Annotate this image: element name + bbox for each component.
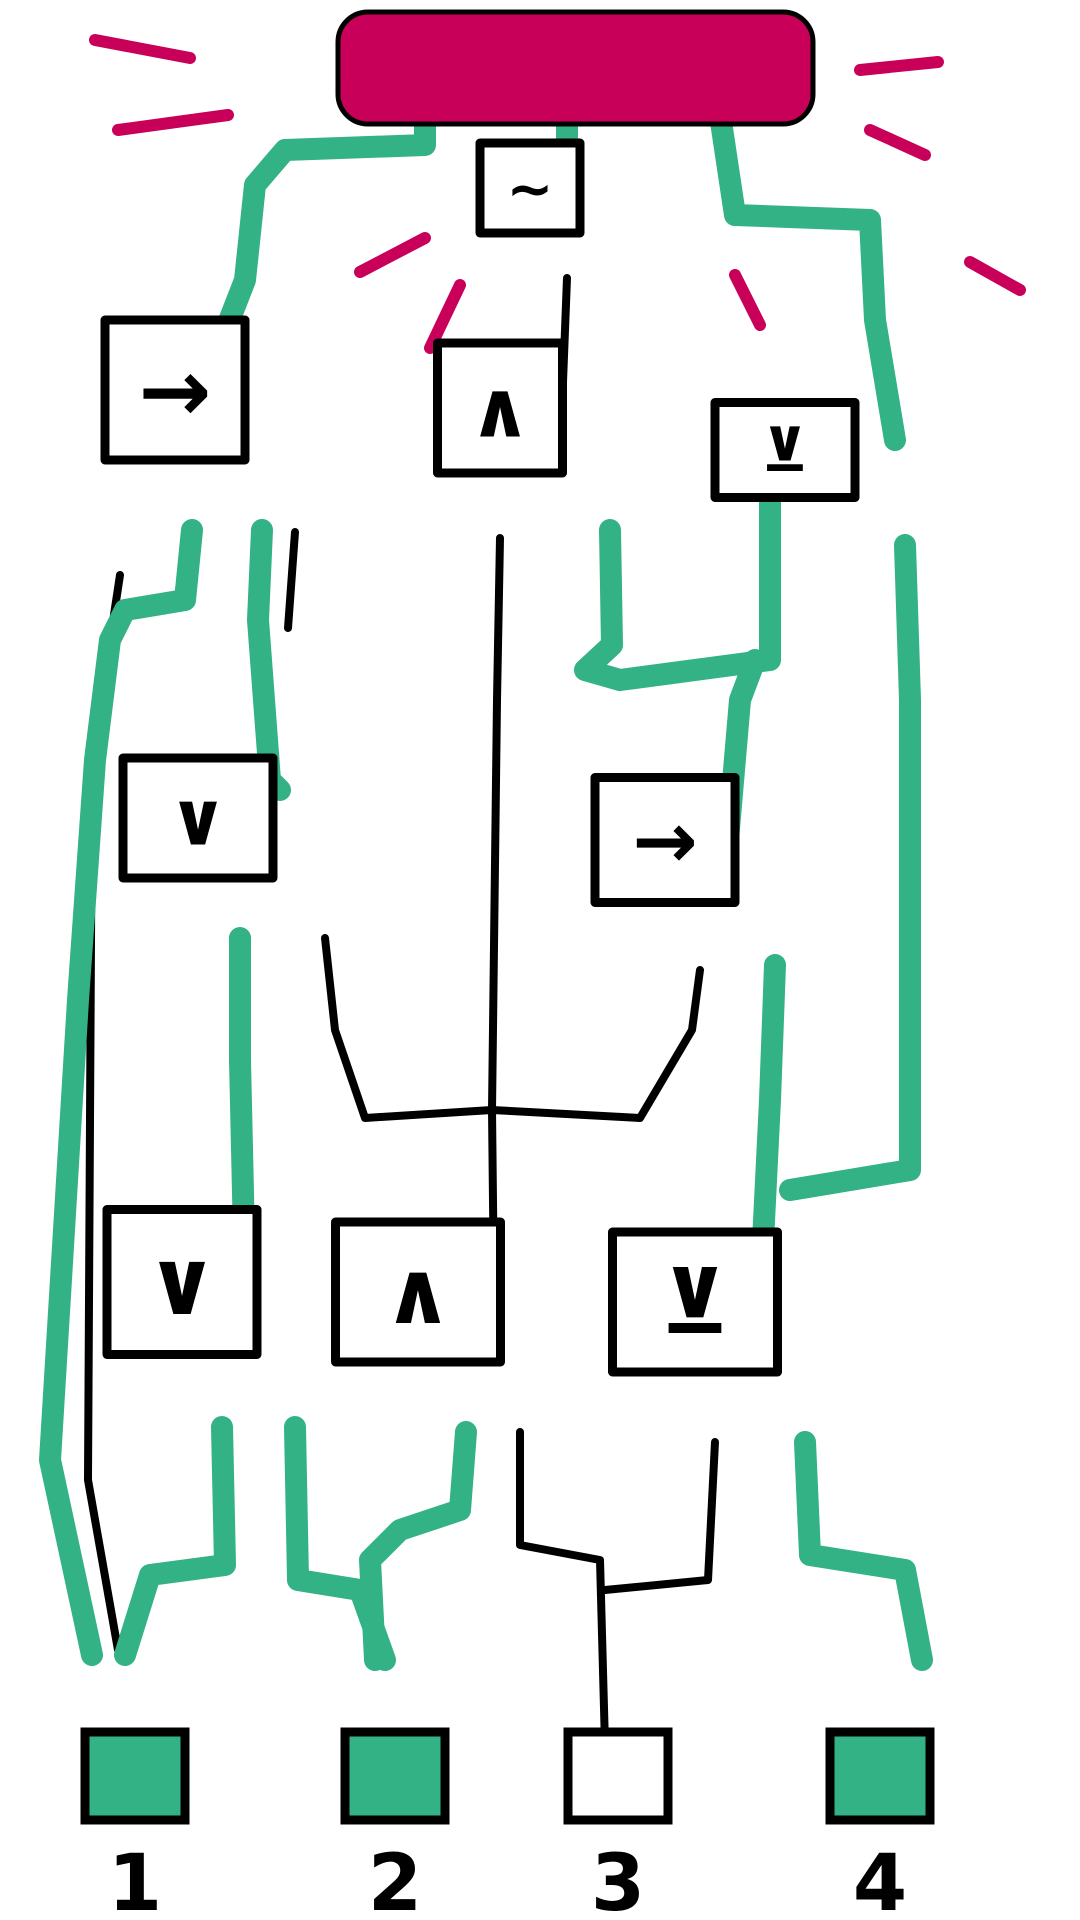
inactive-wire (321, 934, 496, 1122)
gate-symbol: → (139, 340, 212, 442)
input-label: 3 (591, 1839, 645, 1920)
gate-symbol: → (632, 797, 697, 887)
active-wire (247, 519, 291, 801)
glow-mark (864, 124, 931, 161)
gate-box (433, 338, 567, 478)
active-wire (574, 439, 781, 691)
g-xor-bot-gate: ⊻ (608, 1227, 782, 1377)
active-wire (359, 1421, 477, 1671)
g-implies-l-gate: → (100, 315, 250, 465)
gate-symbol: ∧ (383, 1242, 454, 1344)
glow-mark (354, 232, 431, 278)
input-box[interactable] (340, 1727, 450, 1825)
g-or-bot-gate: ∨ (102, 1205, 262, 1359)
glow-mark (964, 256, 1026, 296)
glow-mark (112, 109, 234, 136)
active-wire (197, 101, 436, 386)
active-wire (114, 1416, 236, 1666)
inactive-wire (601, 1438, 719, 1594)
input-1-switch[interactable]: 1 (80, 1727, 190, 1920)
glow-mark (729, 269, 766, 331)
active-wire (779, 534, 921, 1201)
inactive-wire (284, 528, 299, 632)
input-3-switch[interactable]: 3 (563, 1727, 673, 1920)
gate-box (118, 753, 278, 883)
g-and-top-gate: ∧ (433, 338, 567, 478)
gate-symbol: ⊻ (660, 1252, 731, 1354)
active-wire (794, 1431, 933, 1671)
g-implies-r-gate: → (590, 773, 740, 907)
g-or-mid-gate: ∨ (118, 753, 278, 883)
gate-box (102, 1205, 262, 1359)
gate-box (590, 773, 740, 907)
output-bar (335, 9, 816, 127)
gate-box (608, 1227, 782, 1377)
inputs[interactable]: 1 2 3 4 (80, 1727, 935, 1920)
gate-box (100, 315, 250, 465)
input-4-switch[interactable]: 4 (825, 1727, 935, 1920)
gates: ~ → ∧ ⊻ ∨ → ∨ ∧ ⊻ (100, 138, 860, 1377)
output-bar (335, 9, 816, 127)
gate-symbol: ⊻ (761, 416, 809, 485)
g-and-bot-gate: ∧ (331, 1217, 505, 1367)
output-glow-marks (89, 34, 1026, 354)
glow-mark (854, 56, 944, 76)
active-wire (39, 519, 203, 1666)
gate-box (331, 1217, 505, 1367)
gate-symbol: ∧ (468, 366, 531, 456)
inactive-wire (488, 534, 504, 1296)
input-box[interactable] (563, 1727, 673, 1825)
glow-mark (424, 279, 466, 354)
g-not-gate: ~ (475, 138, 585, 238)
glow-mark (89, 34, 196, 64)
input-label: 4 (853, 1839, 907, 1920)
gate-symbol: ∨ (145, 1231, 218, 1336)
gate-box (475, 138, 585, 238)
gate-box (710, 398, 860, 502)
input-box[interactable] (825, 1727, 935, 1825)
inactive-wire (488, 966, 704, 1122)
gate-symbol: ~ (507, 157, 554, 222)
g-xor-top-gate: ⊻ (710, 398, 860, 502)
input-label: 1 (108, 1839, 162, 1920)
input-2-switch[interactable]: 2 (340, 1727, 450, 1920)
input-label: 2 (368, 1839, 422, 1920)
inactive-wire (516, 1428, 609, 1749)
gate-symbol: ∨ (168, 776, 228, 862)
input-box[interactable] (80, 1727, 190, 1825)
active-wire (709, 104, 906, 451)
